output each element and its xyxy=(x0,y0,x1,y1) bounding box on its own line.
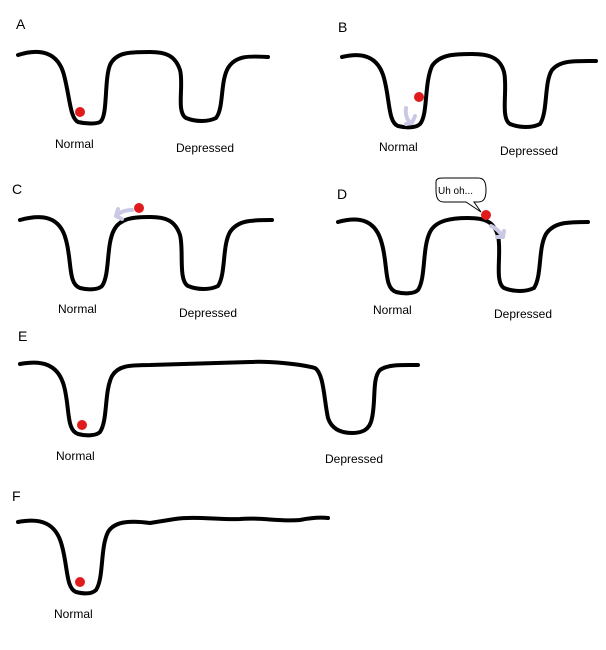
panel-c: C Normal Depressed xyxy=(12,181,274,320)
red-ball-icon xyxy=(75,107,85,117)
well-label-depressed: Depressed xyxy=(176,141,234,155)
panel-letter: F xyxy=(12,488,21,504)
motion-arrow-icon xyxy=(403,106,417,126)
landscape-curve xyxy=(16,49,270,126)
motion-arrow-icon xyxy=(489,224,506,239)
panel-d: D Uh oh... Normal Depressed xyxy=(336,177,590,321)
red-ball-icon xyxy=(481,210,491,220)
well-label-normal: Normal xyxy=(379,140,418,154)
motion-arrow-icon xyxy=(114,207,134,221)
panel-b: B Normal Depressed xyxy=(338,19,598,158)
landscape-curve xyxy=(16,515,330,596)
panel-letter: E xyxy=(18,328,27,344)
well-label-depressed: Depressed xyxy=(500,144,558,158)
red-ball-icon xyxy=(134,203,144,213)
panel-e: E Normal Depressed xyxy=(18,328,420,466)
landscape-curve xyxy=(18,215,274,292)
landscape-curve xyxy=(336,216,590,296)
well-label-depressed: Depressed xyxy=(325,452,383,466)
well-label-normal: Normal xyxy=(58,302,97,316)
well-label-normal: Normal xyxy=(54,607,93,621)
well-label-normal: Normal xyxy=(373,303,412,317)
panel-letter: D xyxy=(337,186,347,202)
red-ball-icon xyxy=(75,577,85,587)
panel-letter: B xyxy=(338,19,347,35)
panel-letter: A xyxy=(16,16,26,32)
landscape-curve xyxy=(340,52,598,130)
landscape-curve xyxy=(18,359,420,438)
red-ball-icon xyxy=(414,92,424,102)
speech-text: Uh oh... xyxy=(438,186,473,197)
panel-f: F Normal xyxy=(12,488,330,621)
well-label-normal: Normal xyxy=(56,449,95,463)
speech-bubble-icon: Uh oh... xyxy=(435,177,487,213)
panel-a: A Normal Depressed xyxy=(16,16,270,155)
well-label-normal: Normal xyxy=(55,137,94,151)
panel-letter: C xyxy=(12,181,22,197)
well-label-depressed: Depressed xyxy=(494,307,552,321)
well-label-depressed: Depressed xyxy=(179,306,237,320)
red-ball-icon xyxy=(77,420,87,430)
